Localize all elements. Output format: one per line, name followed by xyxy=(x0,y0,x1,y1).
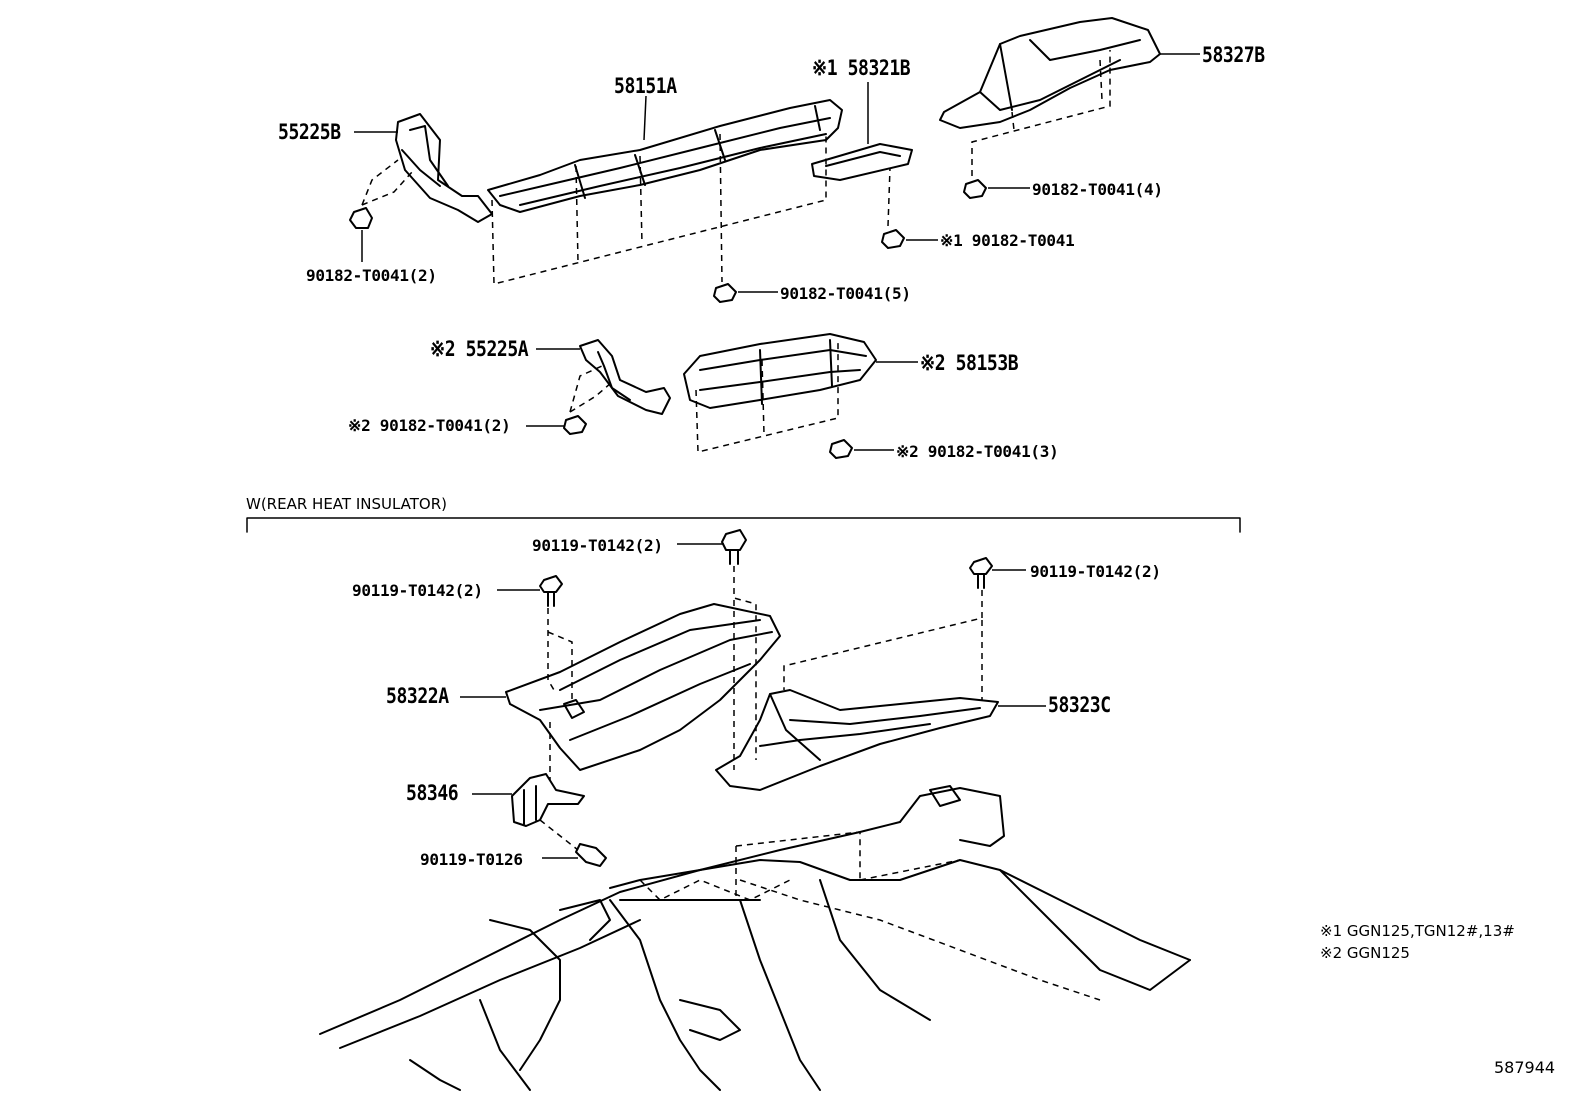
section-bracket xyxy=(246,517,1241,533)
bolt-icon-b xyxy=(721,529,747,565)
label-58346: 58346 xyxy=(406,781,459,805)
label-58323c: 58323C xyxy=(1048,693,1111,717)
label-nut-c: 90182-T0041(4) xyxy=(1032,180,1163,199)
label-bolt-a: 90119-T0142(2) xyxy=(532,536,663,555)
label-55225b: 55225B xyxy=(278,120,341,144)
label-bolt-b: 90119-T0142(2) xyxy=(352,581,483,600)
label-58321b: ※1 58321B xyxy=(812,56,911,80)
bracket-55225b xyxy=(395,113,493,223)
nut-icon-a xyxy=(349,207,373,229)
bolt-icon-c xyxy=(969,557,993,589)
insulator-58322a xyxy=(505,603,781,771)
label-nut-a: 90182-T0041(2) xyxy=(306,266,437,285)
label-bolt-d: 90119-T0126 xyxy=(420,850,523,869)
nut-icon-b xyxy=(713,283,737,303)
label-58327b: 58327B xyxy=(1202,43,1265,67)
bolt-icon-a xyxy=(539,575,563,607)
nut-icon-f xyxy=(829,439,853,459)
footnote-1: ※1 GGN125,TGN12#,13# xyxy=(1320,922,1515,940)
label-bolt-c: 90119-T0142(2) xyxy=(1030,562,1161,581)
plate-58321b xyxy=(811,143,913,181)
label-nut-d: ※1 90182-T0041 xyxy=(940,231,1075,250)
section-label: W(REAR HEAT INSULATOR) xyxy=(246,495,448,513)
label-58322a: 58322A xyxy=(386,684,449,708)
bracket-58346 xyxy=(511,773,585,827)
nut-icon-c xyxy=(963,179,987,199)
label-58153b: ※2 58153B xyxy=(920,351,1019,375)
bolt-icon-d xyxy=(575,843,607,867)
label-nut-f: ※2 90182-T0041(3) xyxy=(896,442,1059,461)
nut-icon-d xyxy=(881,229,905,249)
label-58151a: 58151A xyxy=(614,74,677,98)
bracket-55225a xyxy=(579,339,671,415)
insulator-58327b xyxy=(939,17,1161,129)
insulator-58153b xyxy=(683,333,877,409)
label-nut-e: ※2 90182-T0041(2) xyxy=(348,416,511,435)
vehicle-frame xyxy=(319,785,1191,1091)
label-nut-b: 90182-T0041(5) xyxy=(780,284,911,303)
nut-icon-e xyxy=(563,415,587,435)
illustration-id: 587944 xyxy=(1494,1058,1556,1077)
label-55225a: ※2 55225A xyxy=(430,337,529,361)
insulator-58323c xyxy=(715,689,999,791)
insulator-58151a xyxy=(487,99,843,213)
footnote-2: ※2 GGN125 xyxy=(1320,944,1410,962)
